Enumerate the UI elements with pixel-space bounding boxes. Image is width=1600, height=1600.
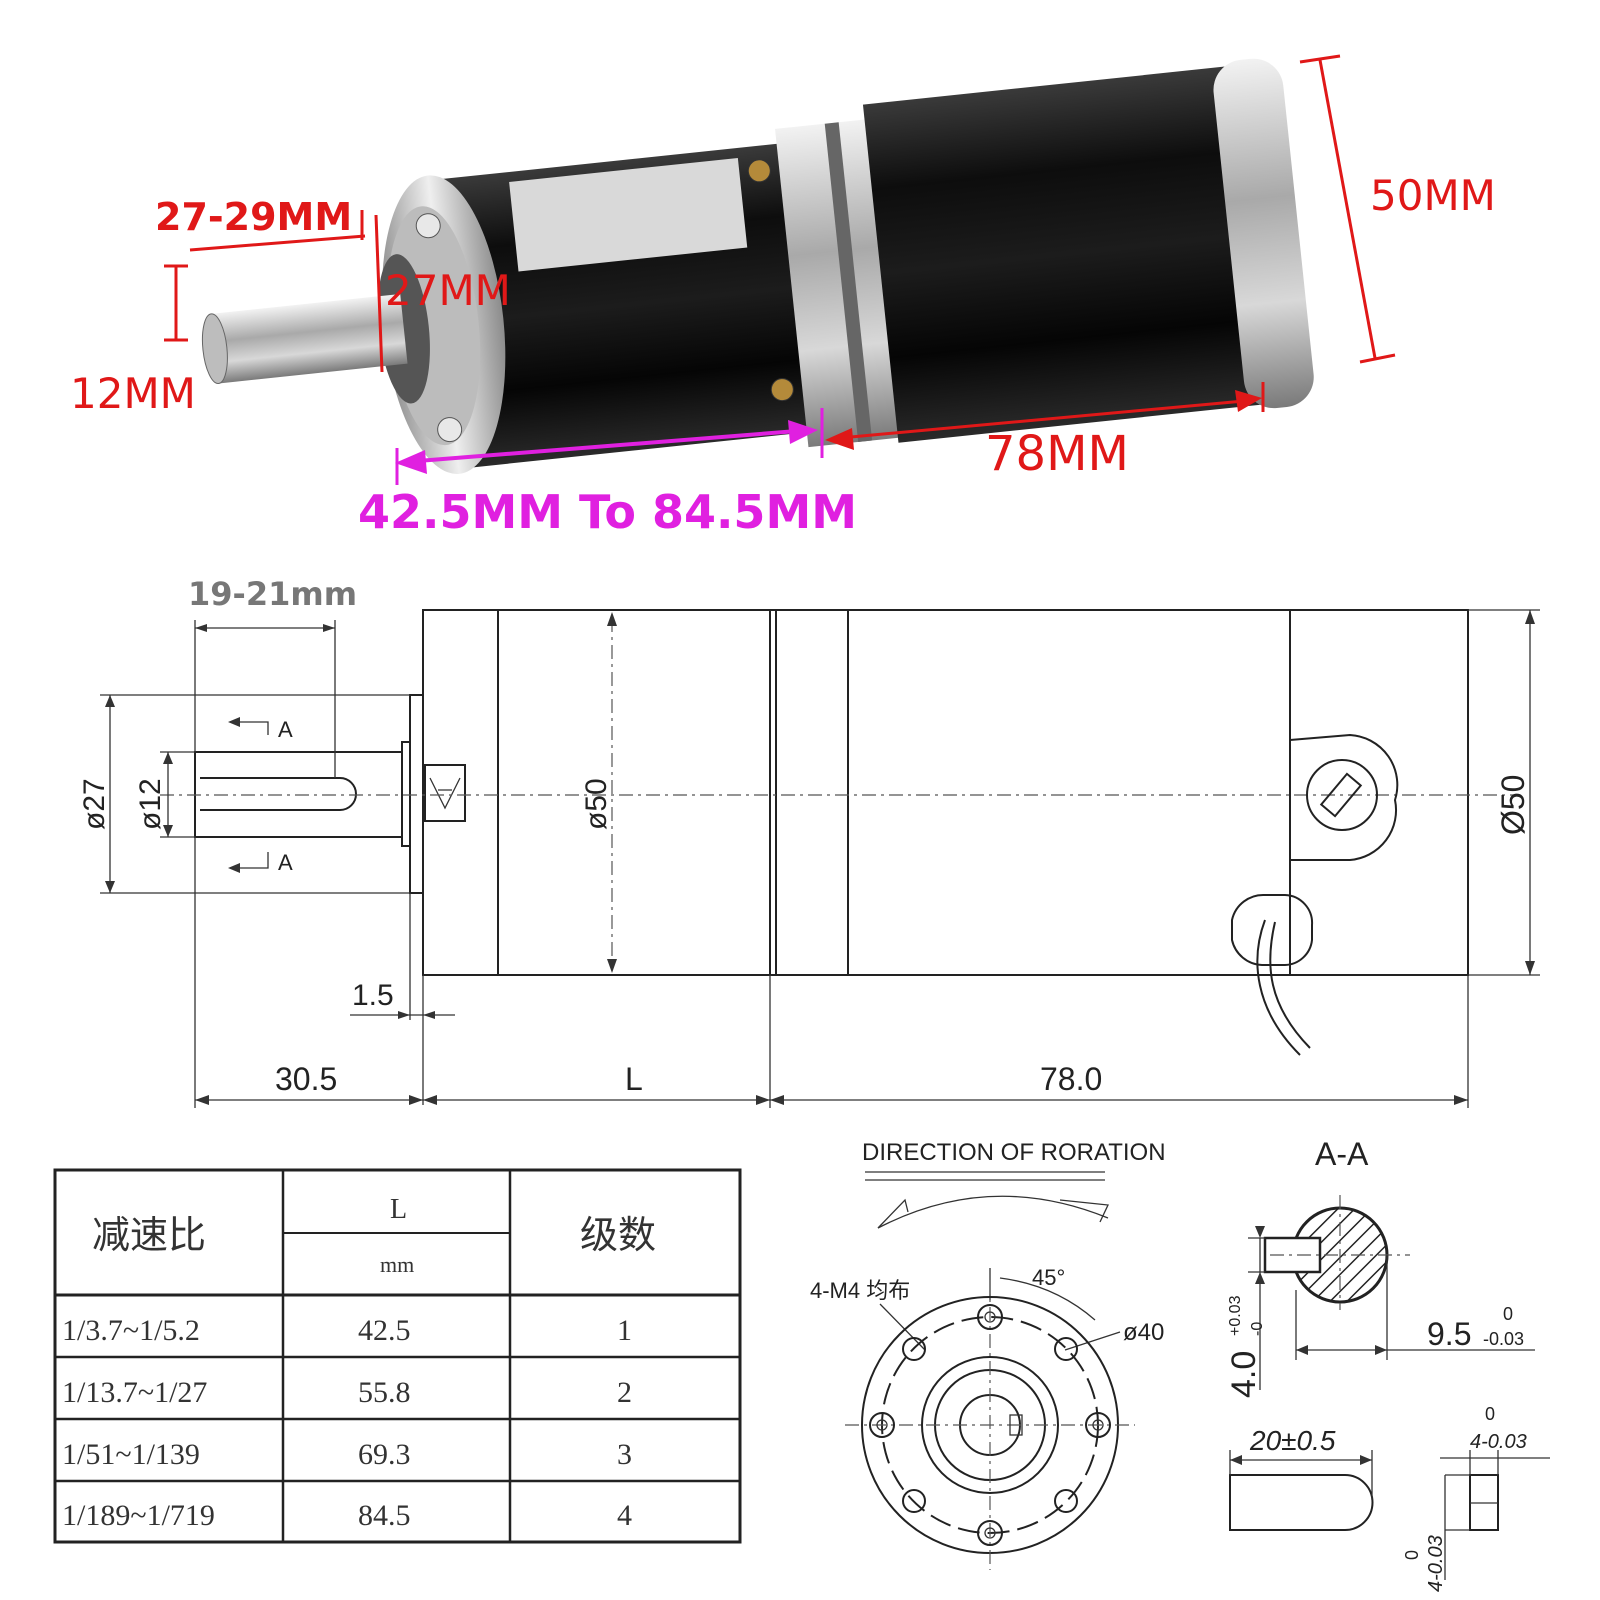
key-thick-tol: 0 [1402,1550,1422,1560]
section-view: A-A 4.0 +0.03 -0 9.5 0 -0.03 20±0.5 [1225,1136,1550,1592]
table-cell: 4 [617,1499,632,1532]
table-cell: 1/3.7~1/5.2 [62,1314,200,1347]
flat-width-tol-upper: 0 [1503,1304,1513,1324]
dim-motor-length: 78.0 [1040,1061,1102,1097]
table-cell: 1/13.7~1/27 [62,1376,207,1409]
motor-end-cap [1213,58,1314,409]
flange-outline [409,694,424,894]
dim-shaft-dia: ø12 [134,778,167,830]
rotation-title: DIRECTION OF RORATION [862,1139,1166,1166]
table-cell: 1/189~1/719 [62,1499,215,1532]
header-ratio: 减速比 [92,1215,206,1257]
section-mark-bottom: A [278,850,293,875]
key-height-dim: 4.0 [1225,1351,1263,1398]
table-cell: 2 [617,1376,632,1409]
dim-gear-dia: ø50 [580,778,613,830]
flat-width-dim: 9.5 [1427,1316,1471,1352]
angle-label: 45° [1032,1265,1065,1290]
key-height-tol-lower: -0 [1249,1322,1266,1336]
terminal-tab [1289,733,1399,861]
dim-shaft-length: 19-21mm [188,575,357,613]
label-flange: 27MM [385,266,511,315]
output-shaft [211,294,408,384]
table-cell: 1/51~1/139 [62,1438,200,1471]
label-gear-len: 42.5MM To 84.5MM [358,485,857,539]
table-cell: 69.3 [358,1438,411,1471]
pcd-label: ø40 [1123,1319,1164,1346]
flat-width-tol-lower: -0.03 [1483,1329,1524,1349]
table-cell: 1 [617,1314,632,1347]
motor-body [862,65,1267,443]
key-length-dim: 20±0.5 [1249,1425,1336,1456]
dim-flange-dia: ø27 [78,778,111,830]
header-stages: 级数 [580,1215,656,1257]
header-length: L [390,1194,407,1225]
cable-outlet [1231,893,1314,966]
key-width-dim: 4-0.03 [1470,1431,1527,1453]
dim-gear-length: L [625,1061,643,1097]
key-thick-dim: 4-0.03 [1425,1535,1447,1592]
label-motor-dia: 50MM [1370,171,1496,220]
dim-front: 30.5 [275,1061,337,1097]
header-unit: mm [380,1252,414,1277]
section-title: A-A [1315,1136,1369,1172]
dim-motor-dia: Ø50 [1495,775,1531,835]
label-motor-len: 78MM [985,426,1129,482]
key-height-tol-upper: +0.03 [1227,1295,1244,1336]
key-part [1229,1474,1374,1531]
table-cell: 55.8 [358,1376,411,1409]
label-total-length: 27-29MM [155,195,352,239]
table-cell: 84.5 [358,1499,411,1532]
motor-photo: 27-29MM 27MM 12MM 50MM 78MM 42.5MM To 84… [70,54,1496,539]
holes-label: 4-M4 均布 [810,1278,910,1303]
side-view-drawing: A A 19-21mm ø27 ø12 ø50 Ø5 [78,575,1540,1108]
table-cell: 42.5 [358,1314,411,1347]
key-width-tol: 0 [1485,1404,1495,1424]
dim-flange-thick: 1.5 [352,979,394,1012]
table-cell: 3 [617,1438,632,1471]
front-view-drawing: DIRECTION OF RORATION 4-M4 均布 45° ø40 [810,1139,1166,1570]
label-shaft: 12MM [70,369,196,418]
section-mark-top: A [278,717,293,742]
ratio-table: 减速比 L mm 级数 1/3.7~1/5.2 42.5 1 1/13.7~1/… [53,1168,742,1544]
rotation-arrow-icon [877,1195,1109,1229]
label-sticker [509,157,748,272]
